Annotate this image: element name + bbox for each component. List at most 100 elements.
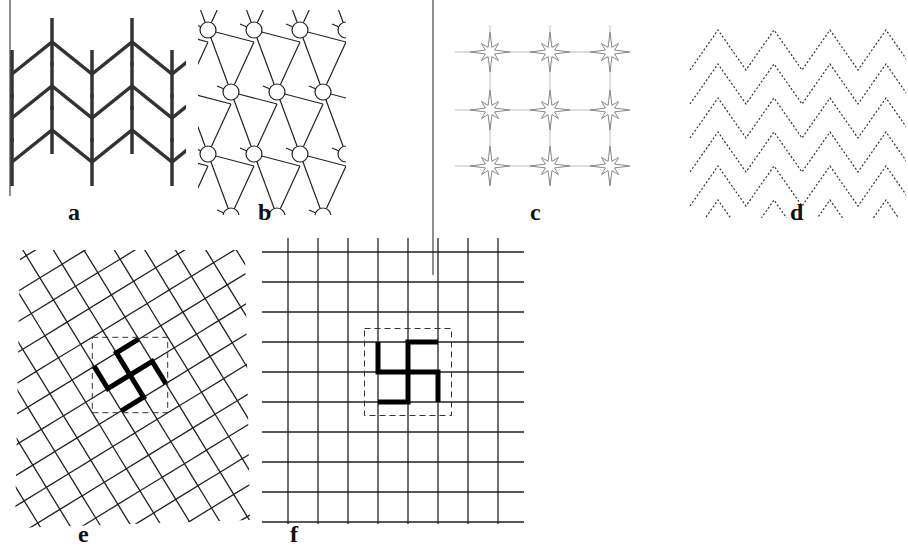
fret-motif bbox=[292, 462, 364, 534]
fret-motif bbox=[104, 455, 176, 526]
fret-motif bbox=[180, 0, 252, 53]
lattice-line bbox=[323, 92, 346, 154]
fret-motif bbox=[193, 401, 265, 473]
fret-motif bbox=[173, 169, 245, 241]
fret-motif bbox=[183, 285, 255, 357]
fret-motif bbox=[498, 282, 524, 342]
lattice-line bbox=[300, 30, 323, 92]
fret-motif bbox=[3, 90, 75, 161]
lattice-line bbox=[231, 166, 254, 215]
fret-motif bbox=[190, 98, 262, 170]
fret-motif bbox=[275, 534, 347, 551]
fret-motif bbox=[363, 479, 435, 551]
star-motif bbox=[470, 146, 510, 186]
fret-motif bbox=[149, 428, 221, 500]
fret-motif bbox=[438, 342, 498, 402]
fret-motif bbox=[380, 408, 452, 480]
fret-motif bbox=[438, 462, 498, 522]
fret-motif bbox=[438, 522, 498, 524]
fret-motif bbox=[153, 0, 225, 9]
lattice-circle bbox=[292, 146, 308, 162]
lattice-circle bbox=[269, 208, 285, 215]
fret-motif bbox=[425, 381, 497, 453]
fret-motif bbox=[378, 238, 438, 282]
dashed-box bbox=[92, 337, 167, 412]
star-motif bbox=[530, 32, 570, 72]
lattice-circle bbox=[200, 22, 216, 38]
fret-motif bbox=[333, 132, 405, 204]
fret-motif bbox=[318, 238, 378, 282]
dotted-zigzag bbox=[690, 200, 906, 218]
fret-motif bbox=[0, 492, 16, 551]
fret-motif bbox=[20, 19, 92, 91]
fret-motif bbox=[234, 70, 306, 141]
fret-motif bbox=[378, 342, 438, 402]
fret-motif bbox=[91, 36, 163, 108]
fret-motif bbox=[378, 462, 438, 522]
lattice-circle bbox=[223, 208, 239, 215]
dotted-zigzag bbox=[690, 64, 906, 104]
bold-motif bbox=[378, 342, 438, 402]
fret-motif bbox=[318, 462, 378, 522]
lattice-line bbox=[231, 92, 254, 154]
star-motif bbox=[590, 90, 630, 130]
lattice-circle bbox=[338, 146, 346, 162]
fret-motif bbox=[94, 339, 166, 411]
tiling-group bbox=[262, 238, 524, 524]
lattice-circle bbox=[269, 84, 285, 100]
fret-motif bbox=[316, 203, 388, 275]
lattice-circle bbox=[223, 84, 239, 100]
fret-motif bbox=[101, 152, 172, 224]
fret-motif bbox=[111, 268, 182, 340]
fret-motif bbox=[272, 231, 344, 303]
lattice-line bbox=[198, 42, 208, 92]
fret-motif bbox=[0, 189, 13, 261]
fret-motif bbox=[318, 282, 378, 342]
lattice-line bbox=[277, 166, 300, 215]
fret-motif bbox=[378, 522, 438, 524]
panel-label: b bbox=[258, 200, 271, 224]
fret-motif bbox=[0, 278, 67, 350]
fret-motif bbox=[262, 238, 318, 282]
fret-motif bbox=[220, 445, 292, 516]
fret-motif bbox=[0, 349, 50, 421]
fret-motif bbox=[452, 425, 524, 497]
fret-motif bbox=[121, 384, 192, 456]
zigzag-line bbox=[12, 130, 186, 162]
fret-motif bbox=[0, 46, 47, 118]
bold-motif bbox=[94, 339, 166, 411]
lattice-line bbox=[300, 154, 323, 215]
fret-motif bbox=[262, 402, 318, 462]
fret-motif bbox=[387, 221, 459, 293]
fret-motif bbox=[77, 411, 149, 483]
fret-motif bbox=[438, 238, 498, 282]
dotted-zigzag bbox=[690, 98, 906, 138]
star-motif bbox=[530, 90, 570, 130]
fret-motif bbox=[469, 354, 541, 426]
dotted-zigzag bbox=[690, 30, 906, 70]
fret-motif bbox=[247, 489, 318, 551]
fret-motif bbox=[217, 142, 289, 214]
lattice-circle bbox=[246, 22, 262, 38]
fret-motif bbox=[57, 179, 129, 251]
lattice-line bbox=[254, 30, 277, 92]
panel-label: f bbox=[290, 522, 298, 546]
fret-motif bbox=[438, 402, 498, 462]
fret-motif bbox=[23, 322, 95, 394]
fret-motif bbox=[166, 356, 238, 428]
star-motif bbox=[590, 146, 630, 186]
lattice-line bbox=[198, 166, 208, 215]
fret-motif bbox=[498, 462, 524, 522]
fret-motif bbox=[0, 118, 30, 190]
fret-motif bbox=[163, 53, 235, 125]
star-motif bbox=[530, 146, 570, 186]
lattice-circle bbox=[315, 84, 331, 100]
dashed-box bbox=[365, 329, 452, 416]
fret-motif bbox=[262, 115, 334, 187]
fret-motif bbox=[60, 482, 132, 551]
fret-motif bbox=[67, 295, 139, 367]
fret-motif bbox=[438, 282, 498, 342]
fret-motif bbox=[50, 366, 122, 438]
star-motif bbox=[470, 32, 510, 72]
fret-motif bbox=[210, 329, 282, 401]
